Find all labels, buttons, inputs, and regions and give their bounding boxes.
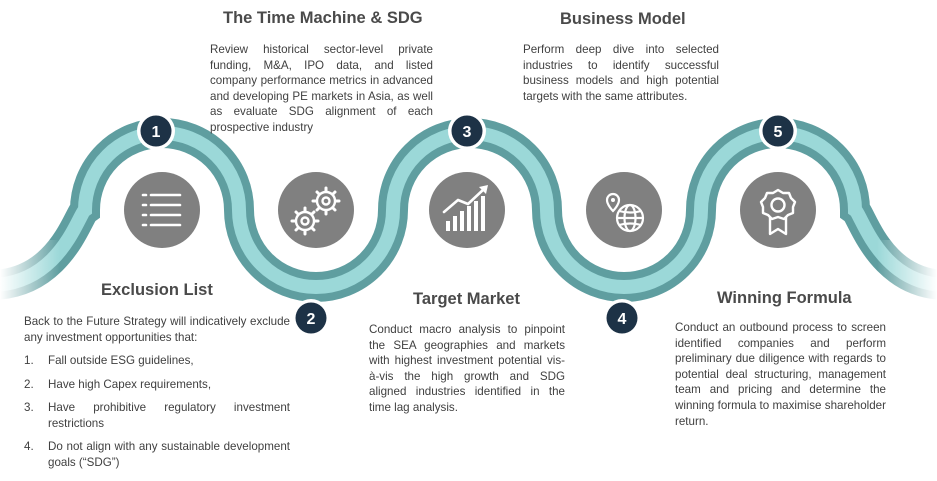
svg-text:3: 3 <box>463 124 472 141</box>
step-title-winning-formula: Winning Formula <box>717 289 852 307</box>
list-item: 3. Have prohibitive regulatory investmen… <box>24 400 290 431</box>
svg-text:1: 1 <box>152 124 161 141</box>
step-description-time-machine: Review historical sector-level private f… <box>210 43 433 134</box>
list-item-text: Have high Capex requirements, <box>48 377 212 391</box>
icon-circle-4 <box>586 172 662 248</box>
svg-text:4: 4 <box>618 311 627 328</box>
step-description-business-model: Perform deep dive into selected industri… <box>523 43 719 103</box>
list-item: 2. Have high Capex requirements, <box>24 377 290 393</box>
step-badge-5: 5 <box>759 112 797 150</box>
wave-fade-left <box>0 240 60 310</box>
svg-text:5: 5 <box>774 124 783 141</box>
list-item-text: Fall outside ESG guidelines, <box>48 354 194 367</box>
step-description-winning-formula: Conduct an outbound process to screen id… <box>675 321 886 428</box>
step-description-target-market: Conduct macro analysis to pinpoint the S… <box>369 323 565 414</box>
step-badge-4: 4 <box>603 299 641 337</box>
step-badge-3: 3 <box>448 112 486 150</box>
icon-circle-2 <box>278 172 354 248</box>
icon-circle-5 <box>740 172 816 248</box>
list-item-text: Have prohibitive regulatory investment r… <box>48 401 290 430</box>
icon-circle-1 <box>124 172 200 248</box>
growth-chart-icon <box>442 185 488 231</box>
globe-pin-icon <box>605 192 645 233</box>
svg-text:2: 2 <box>307 311 316 328</box>
list-item-number: 2. <box>24 377 34 391</box>
list-icon <box>141 193 182 227</box>
exclusion-criteria-list: 1. Fall outside ESG guidelines, 2. Have … <box>24 353 290 479</box>
step-badge-2: 2 <box>292 299 330 337</box>
list-item-number: 4. <box>24 440 34 454</box>
list-item: 1. Fall outside ESG guidelines, <box>24 353 290 369</box>
step-badge-1: 1 <box>137 112 175 150</box>
award-badge-icon <box>759 188 797 236</box>
step-description-exclusion-list: Back to the Future Strategy will indicat… <box>24 315 290 344</box>
list-item-number: 3. <box>24 401 34 415</box>
list-item: 4. Do not align with any sustainable dev… <box>24 439 290 470</box>
step-title-exclusion-list: Exclusion List <box>101 281 213 299</box>
step-title-business-model: Business Model <box>560 10 686 28</box>
list-item-number: 1. <box>24 354 34 367</box>
step-title-time-machine: The Time Machine & SDG <box>223 9 423 27</box>
icon-circle-3 <box>429 172 505 248</box>
list-item-text: Do not align with any sustainable develo… <box>48 440 290 469</box>
gears-icon <box>290 186 341 236</box>
wave-fade-right <box>877 240 937 310</box>
step-title-target-market: Target Market <box>413 290 520 308</box>
